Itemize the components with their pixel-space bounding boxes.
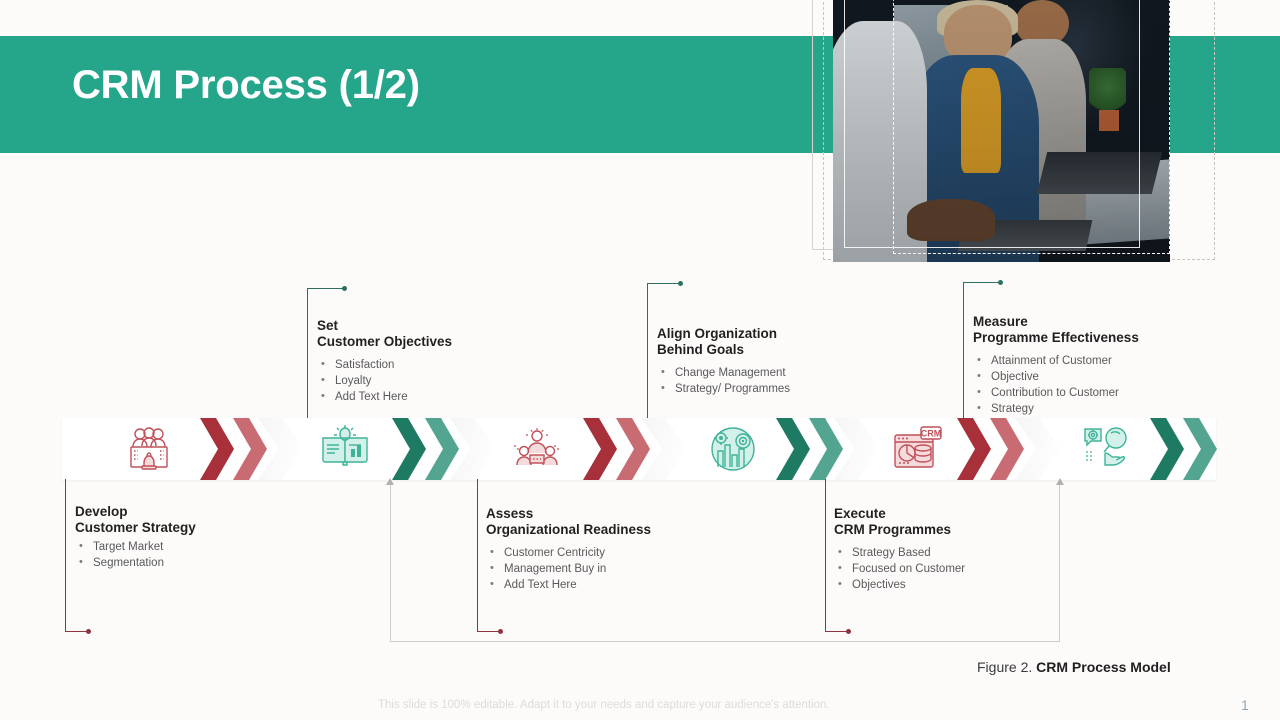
connector-line-measure [963,282,964,420]
callout-execute-crm-programmes: Execute CRM Programmes Strategy Based Fo… [834,506,1064,593]
list-item: Segmentation [75,554,305,571]
callout-title-line2: Behind Goals [657,342,745,357]
connector-bottom-develop [65,631,89,632]
callout-set-customer-objectives: Set Customer Objectives Satisfaction Loy… [317,318,527,405]
connector-bottom-execute [825,631,849,632]
callout-develop-customer-strategy: Develop Customer Strategy Target Market … [75,504,305,571]
process-icon-3 [502,424,572,474]
callout-title-line2: Programme Effectiveness [973,330,1139,345]
figure-caption-title: CRM Process Model [1036,659,1171,675]
list-item: Attainment of Customer [973,352,1203,369]
chevron-teal-light-3 [1183,418,1217,480]
process-icon-1 [114,424,184,474]
bracket-arrow-left-icon [386,478,394,485]
chevron-teal-light-1 [425,418,459,480]
list-item: Add Text Here [486,576,736,593]
chevron-teal-dark-1 [392,418,426,480]
process-icon-2 [310,424,380,474]
chevron-red-light-3 [990,418,1024,480]
connector-bottom-assess [477,631,501,632]
list-item: Strategy Based [834,544,1064,561]
list-item: Customer Centricity [486,544,736,561]
callout-title-line1: Set [317,318,339,333]
callout-title-line2: CRM Programmes [834,522,952,537]
chevron-red-dark-3 [957,418,991,480]
connector-line-assess [477,479,478,632]
list-item-continuation: Strategy [973,400,1203,417]
chevron-red-light-1 [233,418,267,480]
list-item: Change Management [657,364,877,381]
callout-assess-organizational-readiness: Assess Organizational Readiness Customer… [486,506,736,593]
list-item-continuation: Strategy/ Programmes [657,380,877,397]
footer-note: This slide is 100% editable. Adapt it to… [378,699,830,711]
svg-text:CRM: CRM [921,429,942,439]
list-item: Target Market [75,538,305,555]
process-icon-4 [698,424,768,474]
callout-title-line1: Execute [834,506,886,521]
figure-caption-prefix: Figure 2. [977,659,1037,675]
callout-bullets: Strategy Based Focused on Customer Objec… [834,544,1064,593]
chevron-teal-dark-3 [1150,418,1184,480]
list-item: Loyalty [317,372,527,389]
callout-title-line1: Align Organization [657,326,777,341]
process-icon-5: CRM [882,424,952,474]
callout-title-line2: Customer Strategy [75,520,196,535]
callout-title-line1: Measure [973,314,1028,329]
callout-bullets: Customer Centricity Management Buy in Ad… [486,544,736,593]
connector-dot-develop [86,629,91,634]
callout-bullets: Attainment of Customer Objective Contrib… [973,352,1203,417]
process-chevron-band: CRM [62,418,1217,480]
callout-title-line1: Assess [486,506,534,521]
connector-line-align [647,283,648,420]
figure-caption: Figure 2. CRM Process Model [977,659,1171,675]
chevron-teal-light-2 [809,418,843,480]
connector-top-measure [963,282,999,283]
callout-measure-programme: Measure Programme Effectiveness Attainme… [973,314,1203,417]
bracket-arrow-right-icon [1056,478,1064,485]
process-icon-6 [1072,424,1142,474]
chevron-teal-dark-2 [776,418,810,480]
callout-title-line2: Customer Objectives [317,334,453,349]
connector-dot-set [342,286,347,291]
connector-top-align [647,283,679,284]
page-title: CRM Process (1/2) [72,63,420,107]
callout-bullets: Change Management Strategy/ Programmes [657,364,877,397]
callout-title-line2: Organizational Readiness [486,522,652,537]
connector-dot-measure [998,280,1003,285]
chevron-red-light-2 [616,418,650,480]
connector-line-set [307,288,308,420]
connector-line-develop [65,479,66,632]
callout-bullets: Satisfaction Loyalty Add Text Here [317,356,527,405]
list-item: Focused on Customer [834,560,1064,577]
list-item: Satisfaction [317,356,527,373]
connector-top-set [307,288,343,289]
hero-image [833,0,1170,262]
connector-dot-assess [498,629,503,634]
page-number: 1 [1241,697,1249,713]
list-item-continuation: Objective [973,368,1203,385]
connector-line-execute [825,479,826,632]
chevron-red-dark-2 [583,418,617,480]
connector-dot-align [678,281,683,286]
connector-dot-execute [846,629,851,634]
callout-title-line1: Develop [75,504,128,519]
callout-bullets: Target Market Segmentation [75,538,305,571]
list-item: Add Text Here [317,388,527,405]
list-item: Contribution to Customer [973,384,1203,401]
chevron-red-dark-1 [200,418,234,480]
list-item: Management Buy in [486,560,736,577]
callout-align-organization: Align Organization Behind Goals Change M… [657,326,877,397]
list-item-continuation: Objectives [834,576,1064,593]
